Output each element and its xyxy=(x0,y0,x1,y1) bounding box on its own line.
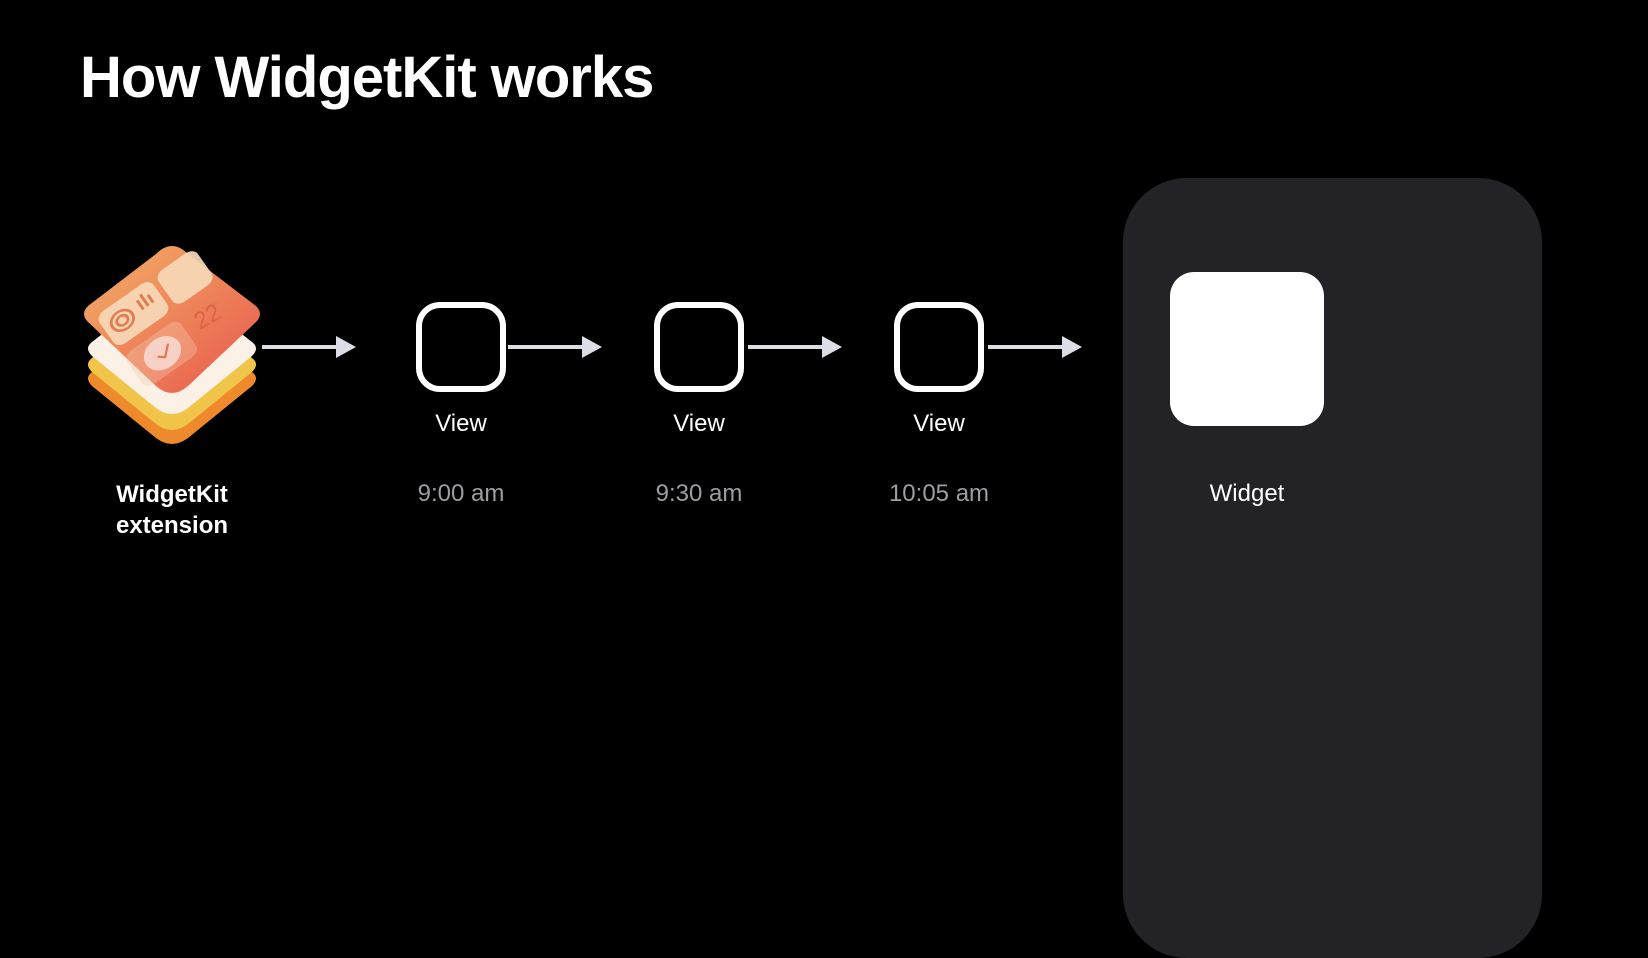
arrow-view-2-to-view-3 xyxy=(748,336,842,358)
timeline-view-3-label: View xyxy=(913,410,965,437)
widget-tile xyxy=(1170,272,1324,426)
extension-label-line1: WidgetKit xyxy=(116,481,228,508)
arrow-extension-to-view-1 xyxy=(262,336,356,358)
timeline-view-1-label: View xyxy=(435,410,487,437)
slide-title: How WidgetKit works xyxy=(80,45,654,110)
arrow-view-1-to-view-2 xyxy=(508,336,602,358)
timeline-view-1 xyxy=(416,302,506,392)
extension-label-line2: extension xyxy=(115,512,229,539)
timeline-view-2 xyxy=(654,302,744,392)
extension-label: WidgetKit extension xyxy=(116,479,228,541)
arrow-view-3-to-widget xyxy=(988,336,1082,358)
timeline-view-2-label: View xyxy=(673,410,725,437)
timeline-view-3 xyxy=(894,302,984,392)
widget-label: Widget xyxy=(1209,480,1285,507)
timeline-view-3-time: 10:05 am xyxy=(888,480,990,507)
widgetkit-extension-icon: MON 22 xyxy=(84,246,260,444)
timeline-view-2-time: 9:30 am xyxy=(655,480,743,507)
timeline-view-1-time: 9:00 am xyxy=(417,480,505,507)
